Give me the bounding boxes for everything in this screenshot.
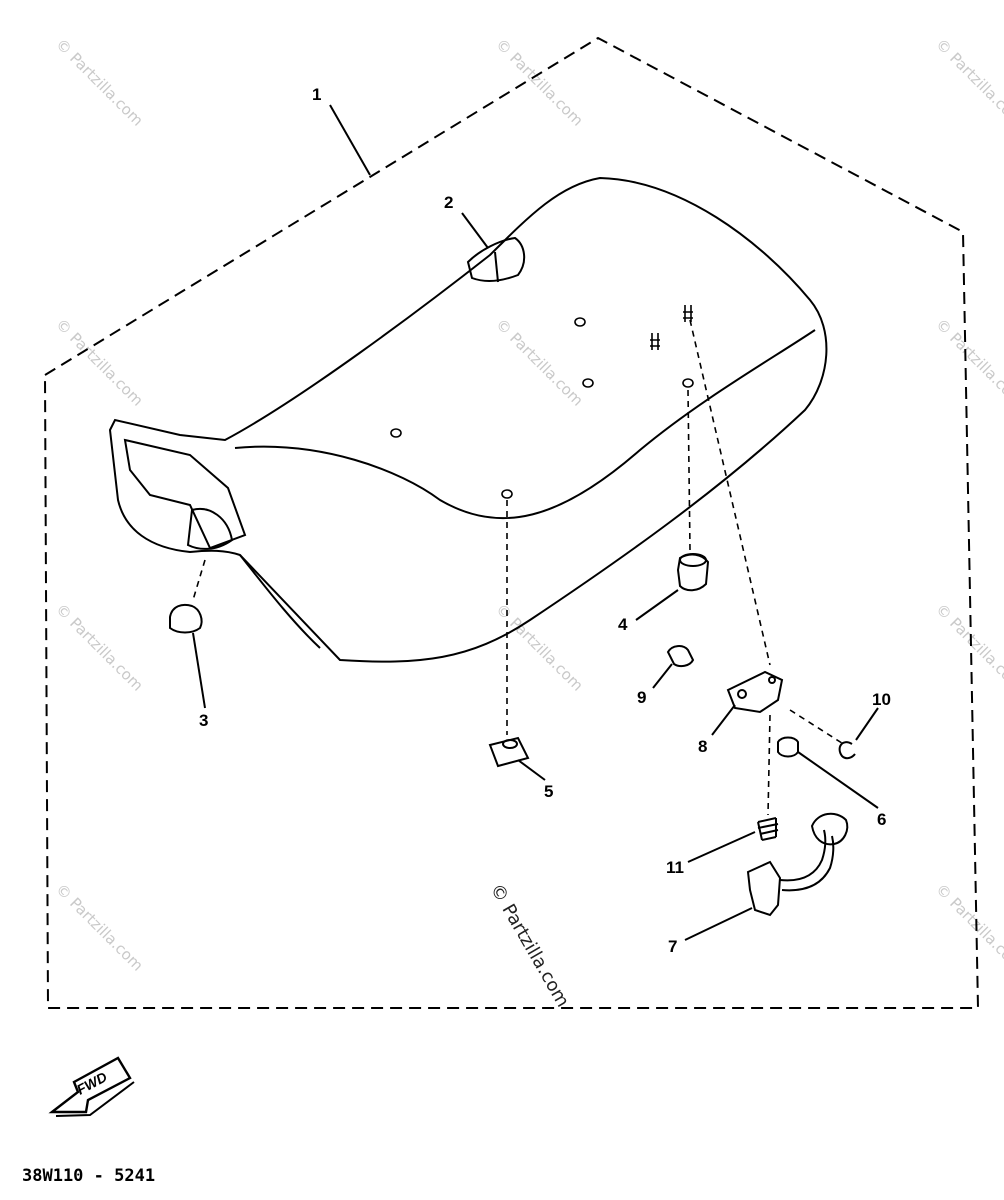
assembly-line	[689, 319, 771, 666]
drawing-code: 38W110 - 5241	[22, 1166, 155, 1186]
collar-shape	[777, 736, 799, 758]
spring-coils	[757, 817, 779, 841]
watermark-tile: © Partzilla.com	[492, 315, 587, 410]
lock-cable	[779, 829, 827, 882]
mount-hole	[574, 317, 586, 327]
part-5-nut-plate	[488, 736, 530, 768]
bracket-hole	[737, 689, 747, 699]
bolt-shape	[666, 645, 695, 668]
seat-ridge-line	[234, 329, 816, 520]
seat-studs	[650, 305, 693, 350]
watermark-tile: © Partzilla.com	[932, 315, 1004, 410]
leader-10	[855, 707, 879, 741]
leader-1	[329, 104, 371, 176]
mount-hole	[390, 428, 402, 438]
leader-3	[192, 632, 206, 709]
grommet-shape	[169, 603, 203, 634]
assembly-boundary	[43, 36, 980, 1009]
callout-5: 5	[544, 782, 553, 801]
mount-hole	[682, 378, 694, 388]
mount-hole	[582, 378, 594, 388]
leader-lines	[192, 104, 879, 941]
bracket-shape	[726, 670, 784, 714]
callout-labels: 1 2 3 4 5 6 7 8 9 10 11	[199, 85, 891, 956]
part-9-bolt	[666, 645, 695, 668]
leader-9	[652, 663, 673, 689]
part-8-bracket	[726, 670, 784, 714]
spring-side	[757, 818, 777, 841]
watermark-tile: © Partzilla.com	[932, 35, 1004, 130]
stud	[683, 305, 693, 322]
seat-holes	[390, 317, 694, 499]
seat-assembly	[108, 176, 828, 663]
assembly-line	[789, 709, 846, 746]
watermark-tile: © Partzilla.com	[932, 600, 1004, 695]
stud	[650, 333, 660, 350]
bracket-hole	[768, 676, 776, 684]
part-6-collar	[777, 736, 799, 758]
part-7-seat-lock	[746, 812, 849, 917]
damper-top	[679, 553, 707, 567]
callout-1: 1	[312, 85, 321, 104]
background-watermarks: © Partzilla.com © Partzilla.com © Partzi…	[52, 35, 1004, 975]
part-4-damper	[676, 553, 710, 592]
leader-11	[687, 831, 756, 863]
seat-front-tab	[186, 507, 234, 550]
assembly-lines	[192, 319, 846, 816]
callout-7: 7	[668, 937, 677, 956]
lock-body	[746, 860, 782, 917]
watermark-tile: © Partzilla.com	[492, 35, 587, 130]
callout-10: 10	[872, 690, 891, 709]
watermark-tile: © Partzilla.com	[52, 880, 147, 975]
part-3-grommet	[169, 603, 203, 634]
assembly-line	[192, 559, 206, 601]
plate-nut	[502, 739, 518, 749]
assembly-line	[687, 389, 691, 551]
seat-side-edge	[239, 554, 321, 649]
leader-7	[684, 907, 753, 941]
leader-5	[517, 759, 546, 781]
callout-11: 11	[666, 858, 684, 877]
callout-9: 9	[637, 688, 646, 707]
assembly-line	[767, 714, 771, 816]
callout-2: 2	[444, 193, 453, 212]
seat-front-pocket	[123, 438, 247, 550]
callout-6: 6	[877, 810, 886, 829]
leader-8	[711, 704, 736, 736]
damper-shape	[676, 553, 710, 592]
leader-2	[461, 212, 489, 249]
part-10-clip	[838, 741, 856, 760]
part-11-spring	[757, 817, 779, 841]
leader-6	[797, 751, 879, 809]
strap-fold	[494, 251, 499, 283]
strap-shape	[466, 236, 526, 283]
leader-4	[635, 589, 679, 621]
fwd-arrow-shadow	[55, 1081, 135, 1117]
plate-shape	[488, 736, 530, 768]
watermark-tile: © Partzilla.com	[932, 880, 1004, 975]
callout-3: 3	[199, 711, 208, 730]
lock-knob	[810, 812, 849, 846]
callout-8: 8	[698, 737, 707, 756]
forward-arrow-icon: FWD	[48, 1056, 135, 1117]
part-2-strap	[466, 236, 526, 283]
center-watermark: © Partzilla.com	[486, 880, 574, 1011]
seat-outline	[108, 176, 828, 663]
watermark-tile: © Partzilla.com	[52, 35, 147, 130]
mount-hole	[501, 489, 513, 499]
fwd-arrow-shape	[48, 1056, 132, 1114]
watermark-tile: © Partzilla.com	[52, 600, 147, 695]
callout-4: 4	[618, 615, 628, 634]
